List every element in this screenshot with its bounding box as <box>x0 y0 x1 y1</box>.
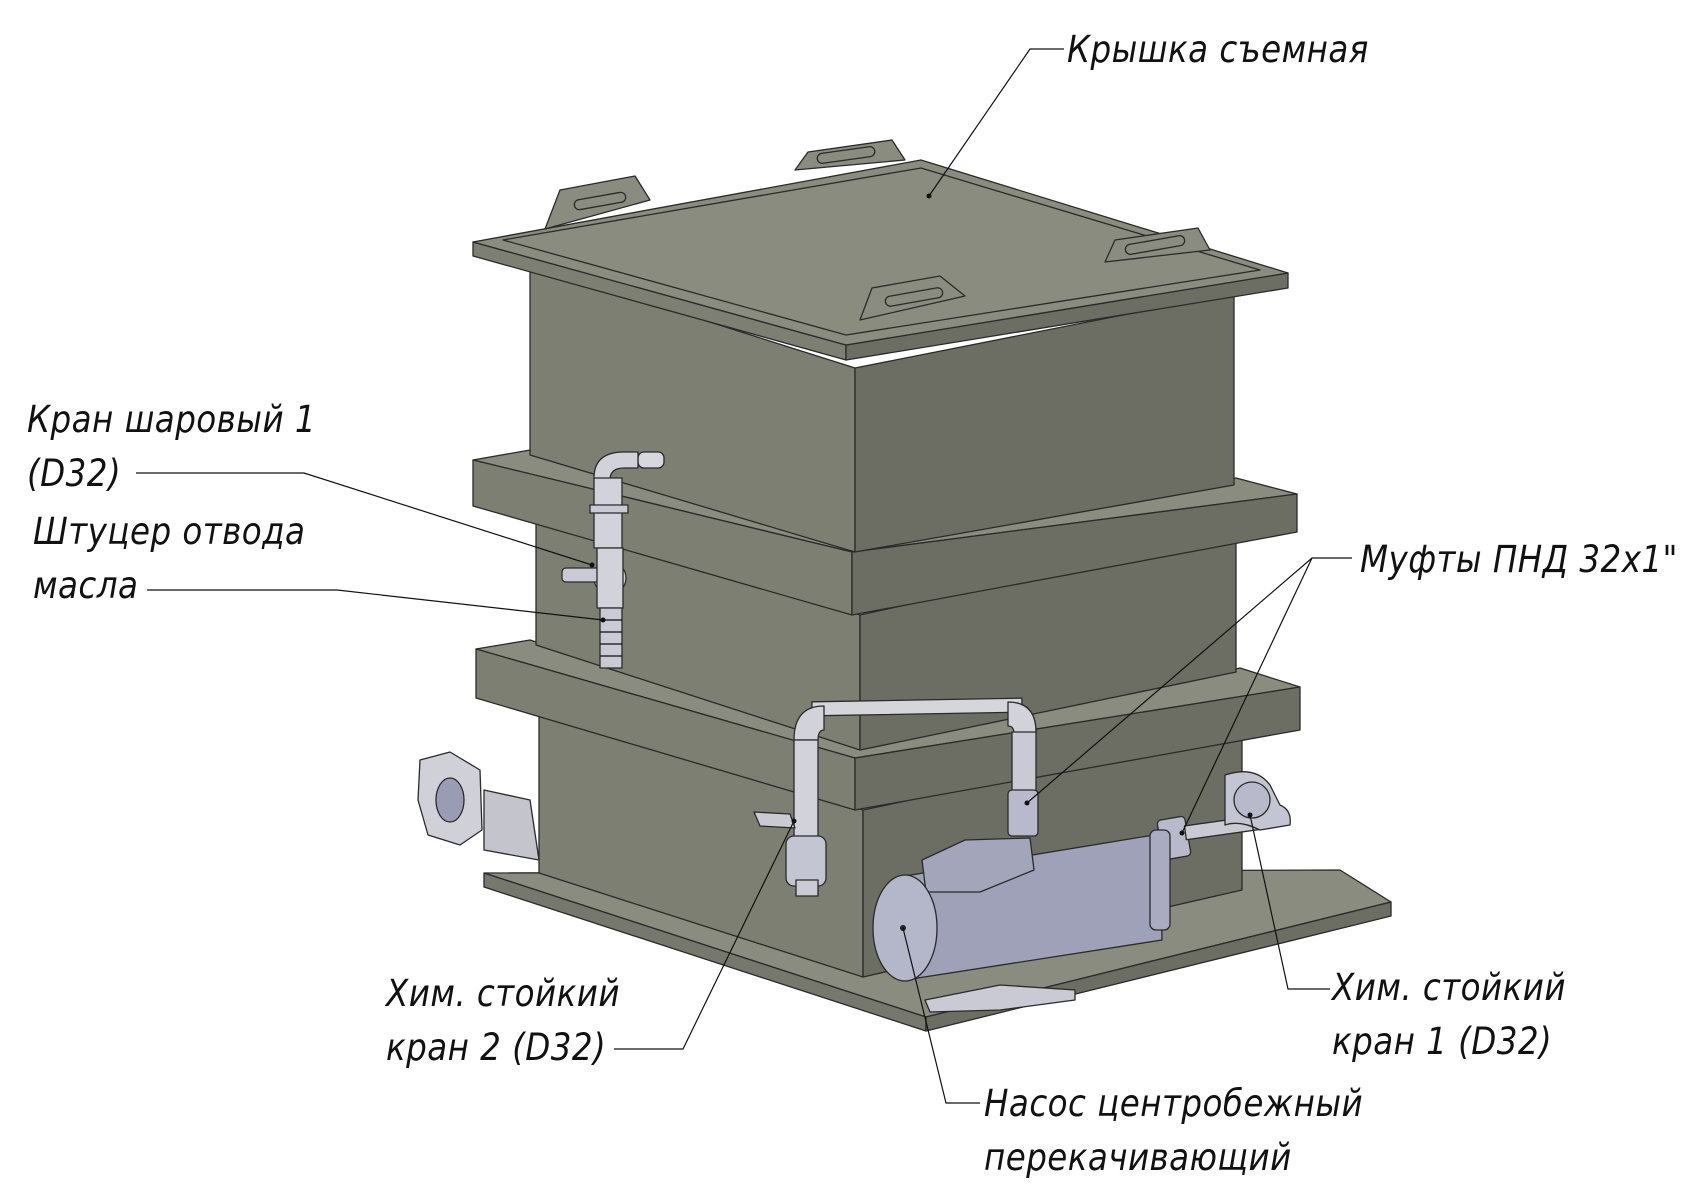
bridge-pipe <box>793 697 1037 841</box>
lid-handle <box>859 275 966 321</box>
label-oil-drain-line2: масла <box>33 564 139 607</box>
lid-handle <box>794 139 906 171</box>
oil-drain-fitting <box>599 607 623 669</box>
label-chem-valve-2-line2: кран 2 (D32) <box>386 1026 607 1069</box>
label-couplings: Муфты ПНД 32x1" <box>1360 538 1678 581</box>
label-ball-valve-1-line2: (D32) <box>27 452 122 495</box>
chem-valve-2 <box>753 811 827 897</box>
tank-upper-section <box>529 264 1235 553</box>
label-chem-valve-2-line1: Хим. стойкий <box>386 972 620 1015</box>
chem-valve-1 <box>1183 771 1291 841</box>
label-oil-drain-line1: Штуцер отвода <box>33 510 306 553</box>
couplings <box>1007 789 1192 861</box>
label-pump-line1: Насос центробежный <box>984 1082 1364 1125</box>
label-ball-valve-1-line1: Кран шаровый 1 <box>27 398 316 441</box>
label-chem-valve-1-line1: Хим. стойкий <box>1332 966 1566 1009</box>
label-chem-valve-1-line2: кран 1 (D32) <box>1332 1020 1553 1063</box>
lid-handle <box>544 175 651 230</box>
side-flange-outlet <box>417 751 540 861</box>
leader-lines <box>136 48 1352 1104</box>
label-pump-line2: перекачивающий <box>984 1136 1292 1179</box>
centrifugal-pump <box>872 829 1171 1013</box>
ball-valve-1 <box>561 451 665 609</box>
lid-handle <box>1104 227 1211 263</box>
label-lid: Крышка съемная <box>1067 28 1369 71</box>
removable-lid <box>472 139 1289 361</box>
